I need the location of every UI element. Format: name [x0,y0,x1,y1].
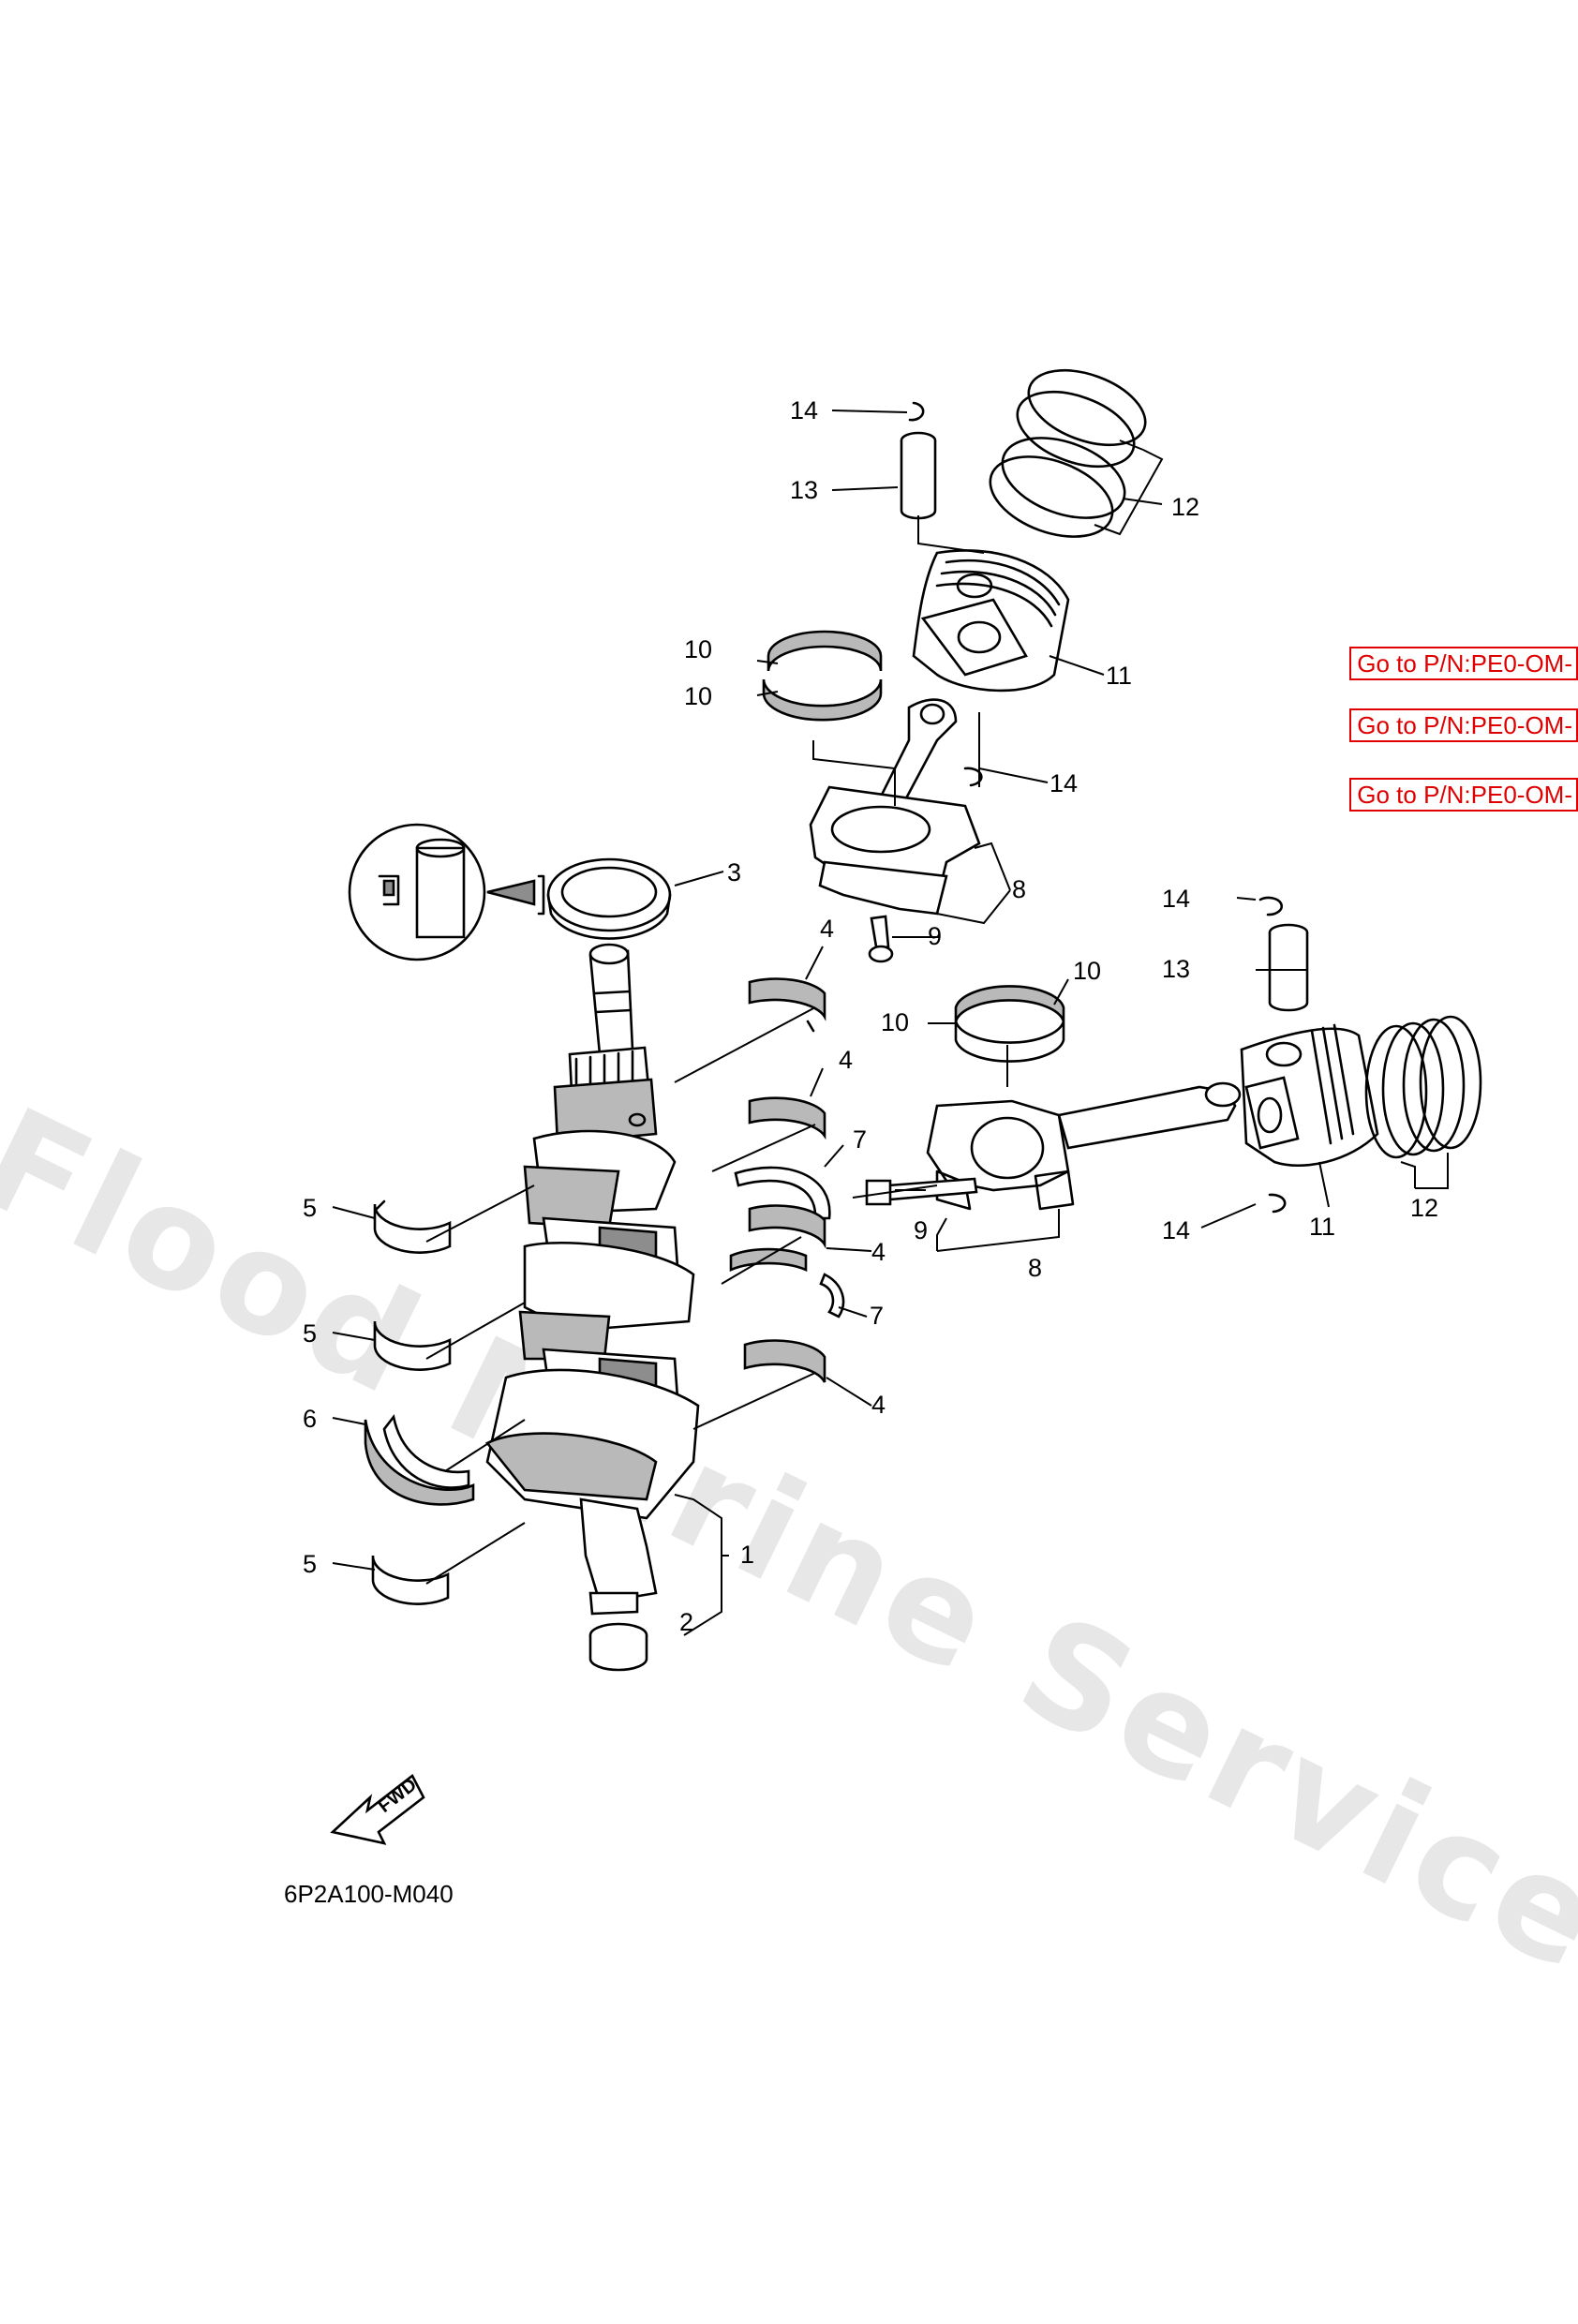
leader-lines [332,410,1449,1636]
conrod-lower [865,1081,1242,1211]
callout-10-d: 10 [881,1008,909,1036]
callout-6: 6 [303,1405,317,1433]
callout-7-a: 7 [853,1125,867,1154]
callout-4-d: 4 [871,1391,886,1419]
main-bearing-5b [373,1320,452,1371]
oil-seal-detail-circle [348,823,536,961]
callout-1: 1 [740,1541,754,1569]
callout-10-c: 10 [1073,957,1101,985]
part-link-2[interactable]: Go to P/N:PE0-OM- [1349,708,1578,742]
callout-10-a: 10 [684,635,712,663]
piston-upper [912,549,1070,693]
thrust-washer-7b [819,1273,845,1318]
piston-lower [1240,1023,1379,1168]
callout-7-b: 7 [870,1302,884,1330]
callout-10-b: 10 [684,682,712,710]
piston-pin-lower [1268,923,1309,1012]
reference-numbers: 14 13 12 11 10 10 14 3 8 9 4 10 10 14 13… [303,396,1438,1636]
callout-9-b: 9 [914,1216,928,1244]
main-bearing-5c [371,1555,450,1605]
main-bearing-4c [729,1204,826,1272]
callout-5-b: 5 [303,1319,317,1348]
callout-12-b: 12 [1410,1194,1438,1222]
callout-14-d: 14 [1162,1216,1190,1244]
callout-11-a: 11 [1106,662,1132,690]
conrod-upper [809,698,981,963]
part-link-3[interactable]: Go to P/N:PE0-OM- [1349,778,1578,812]
crankshaft [484,943,700,1616]
oil-seal [537,857,672,940]
fwd-arrow-icon: FWD [330,1774,425,1845]
callout-4-c: 4 [871,1238,886,1266]
drawing-code: 6P2A100-M040 [284,1880,454,1908]
part-link-1[interactable]: Go to P/N:PE0-OM- [1349,647,1578,680]
conrod-bearing-upper [762,630,883,722]
piston-pin-clip-lower [1258,896,1287,1214]
callout-2: 2 [679,1608,693,1636]
callout-11-b: 11 [1309,1213,1335,1241]
callout-3: 3 [727,858,741,886]
main-bearing-4a [748,977,826,1033]
callout-5-a: 5 [303,1194,317,1222]
callout-13-a: 13 [790,476,818,504]
thrust-bearing-6 [364,1413,475,1506]
callout-4-a: 4 [820,915,834,943]
main-bearing-5a [373,1199,452,1254]
piston-pin-upper [900,431,937,520]
callout-5-c: 5 [303,1550,317,1578]
callout-8-a: 8 [1012,875,1026,903]
piston-rings-lower [1364,1015,1482,1159]
conrod-bearing-lower [954,985,1065,1063]
callout-13-b: 13 [1162,955,1190,983]
crank-sleeve [588,1622,648,1672]
main-bearing-4b [748,1096,826,1140]
piston-pin-clip-upper [908,401,983,787]
callout-8-b: 8 [1028,1254,1042,1282]
piston-rings-upper [989,369,1147,538]
main-bearing-4d [743,1339,826,1383]
callout-14-c: 14 [1162,885,1190,913]
callout-14-b: 14 [1050,769,1078,797]
callout-12-a: 12 [1171,493,1199,521]
callout-9-a: 9 [928,922,942,950]
callout-4-b: 4 [839,1046,853,1074]
callout-14-a: 14 [790,396,818,425]
